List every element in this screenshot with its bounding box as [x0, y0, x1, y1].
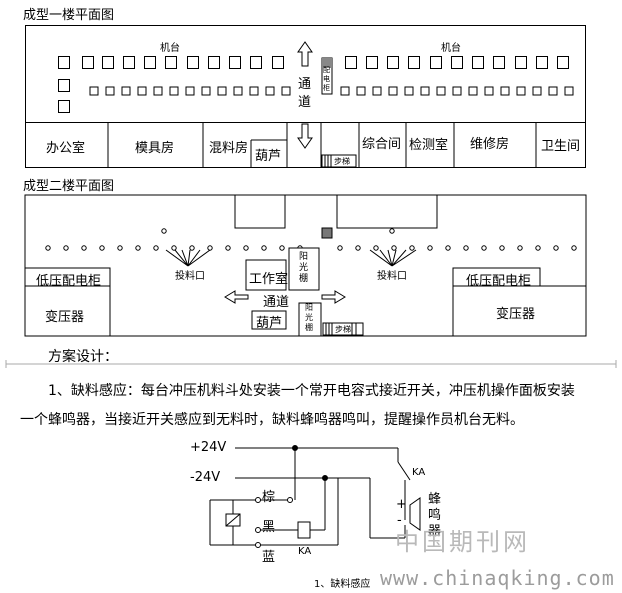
- machine: [272, 56, 284, 69]
- machine: [165, 56, 177, 69]
- sunshed-top: 阳光棚: [299, 252, 309, 284]
- floor1-machine-label-right: 机台: [441, 43, 461, 54]
- room-general: 综合间: [362, 137, 402, 152]
- sunshed-bottom: 阳光棚: [305, 303, 313, 332]
- floor1-stairs-label: 步梯: [334, 157, 350, 166]
- label-minus-24v: -24V: [190, 470, 221, 485]
- room-hoist: 葫芦: [255, 149, 282, 164]
- wire-blue: 蓝: [262, 550, 276, 565]
- circuit-caption: 1、缺料感应: [314, 579, 371, 590]
- room-restroom: 卫生间: [541, 139, 581, 154]
- transformer-right: 变压器: [496, 307, 536, 322]
- lv-cabinet-right: 低压配电柜: [466, 274, 532, 289]
- machine: [345, 56, 357, 69]
- floor1-aisle-label: 通道: [298, 77, 312, 110]
- relay-coil-label: KA: [298, 546, 312, 557]
- machine: [123, 56, 135, 69]
- transformer-left: 变压器: [45, 310, 85, 325]
- room-repair: 维修房: [470, 137, 510, 152]
- machine: [144, 56, 156, 69]
- floor2-stairs-label: 步梯: [335, 325, 351, 334]
- machine: [408, 56, 420, 69]
- scheme-paragraph-line2: 一个蜂鸣器，当接近开关感应到无料时，缺料蜂鸣器鸣叫，提醒操作员机台无料。: [20, 412, 524, 428]
- scheme-paragraph-line1: 1、缺料感应：每台冲压机料斗处安装一个常开电容式接近开关，冲压机操作面板安装: [48, 383, 575, 399]
- floor2-title: 成型二楼平面图: [23, 179, 115, 194]
- relay-contact-label: KA: [412, 467, 426, 478]
- machine: [557, 56, 569, 69]
- floor2-office: 工作室: [249, 272, 289, 287]
- machine: [366, 56, 378, 69]
- machine: [208, 56, 220, 69]
- floor1-machine-label-left: 机台: [160, 43, 180, 54]
- machine: [250, 56, 262, 69]
- watermark-cn: 中国期刊网: [395, 528, 530, 556]
- scheme-heading: 方案设计：: [48, 349, 118, 365]
- machine: [187, 56, 199, 69]
- feed-port-left: 投料口: [175, 271, 205, 282]
- machine: [58, 56, 70, 69]
- machine: [58, 100, 70, 113]
- floor1-cabinet-label: 配电柜: [323, 66, 330, 92]
- room-mold: 模具房: [135, 141, 175, 156]
- machine: [515, 56, 527, 69]
- buzzer-label: 蜂鸣器: [428, 492, 442, 539]
- floor2-aisle-label: 通道: [263, 295, 290, 310]
- machine: [472, 56, 484, 69]
- room-office: 办公室: [46, 141, 86, 156]
- feed-port-right: 投料口: [377, 271, 407, 282]
- machine: [102, 56, 114, 69]
- label-plus-24v: +24V: [190, 440, 227, 455]
- floor1-room-row-line: [25, 122, 586, 123]
- wire-black: 黑: [262, 520, 276, 535]
- machine: [536, 56, 548, 69]
- lv-cabinet-left: 低压配电柜: [36, 274, 102, 289]
- machine: [430, 56, 442, 69]
- room-inspection: 检测室: [409, 138, 449, 153]
- machine: [387, 56, 399, 69]
- watermark-url: www.chinaqking.com: [380, 566, 615, 590]
- wire-brown: 棕: [262, 490, 276, 505]
- buzzer-plus: +: [396, 497, 407, 512]
- machine: [493, 56, 505, 69]
- floor2-hoist: 葫芦: [256, 316, 283, 331]
- machine: [229, 56, 241, 69]
- floor1-title: 成型一楼平面图: [23, 8, 115, 23]
- room-mixing: 混料房: [209, 141, 249, 156]
- machine: [451, 56, 463, 69]
- machine: [58, 79, 70, 92]
- machine: [82, 56, 94, 69]
- buzzer-minus: -: [397, 513, 402, 528]
